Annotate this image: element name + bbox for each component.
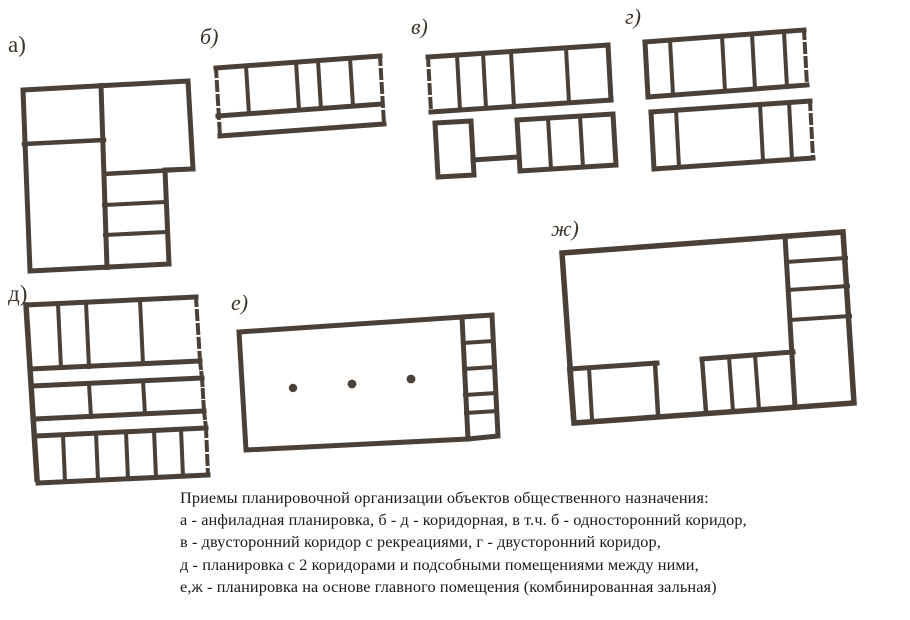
diagram-d bbox=[23, 294, 211, 486]
column-dot-3 bbox=[406, 374, 416, 384]
caption-title: Приемы планировочной организации объекто… bbox=[180, 488, 709, 507]
panel-label-d: д) bbox=[8, 281, 28, 306]
panel-label-e: е) bbox=[231, 290, 249, 315]
caption-line-3: д - планировка с 2 коридорами и подсобны… bbox=[180, 554, 699, 574]
diagram-b bbox=[213, 53, 387, 139]
column-dot-1 bbox=[288, 383, 298, 393]
diagram-e bbox=[236, 312, 501, 453]
diagram-v bbox=[425, 42, 619, 180]
panel-label-b: б) bbox=[200, 24, 219, 49]
panel-label-v: в) bbox=[411, 14, 428, 39]
figure-caption: Приемы планировочной организации объекто… bbox=[180, 487, 900, 598]
caption-line-4: е,ж - планировка на основе главного поме… bbox=[180, 576, 717, 596]
caption-line-1: а - анфиладная планировка, б - д - корид… bbox=[180, 510, 747, 530]
diagram-g bbox=[642, 27, 816, 172]
panel-label-g: г) bbox=[625, 4, 641, 29]
diagram-a bbox=[20, 78, 196, 274]
caption-line-2: в - двусторонний коридор с рекреациями, … bbox=[180, 532, 661, 552]
column-dot-2 bbox=[347, 379, 357, 389]
panel-label-zh: ж) bbox=[551, 216, 579, 241]
panel-label-a: а) bbox=[8, 32, 26, 57]
diagram-zh bbox=[559, 229, 857, 426]
